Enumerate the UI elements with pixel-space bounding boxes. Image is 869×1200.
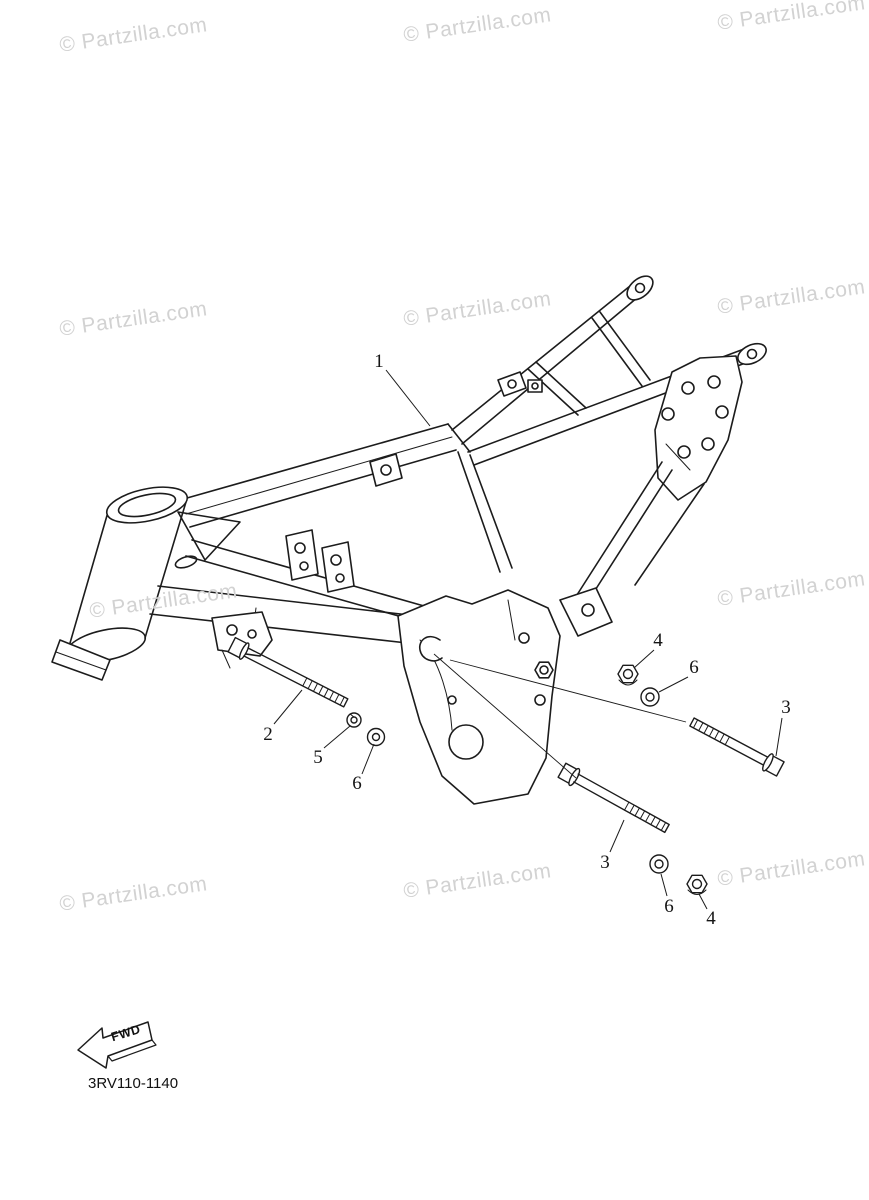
diagram-code: 3RV110-1140 xyxy=(88,1075,178,1092)
pivot-plate xyxy=(559,587,613,637)
engine-mount-tabs xyxy=(285,529,355,593)
rear-down-tubes xyxy=(574,461,705,607)
center-bracket xyxy=(397,589,561,805)
bolt-front xyxy=(227,636,349,708)
callout-6-upper: 6 xyxy=(689,657,699,678)
callout-5: 5 xyxy=(313,747,323,768)
lower-rails xyxy=(149,539,425,669)
bolt-lower xyxy=(557,762,670,834)
callout-4-upper: 4 xyxy=(653,630,663,651)
callout-4-lower: 4 xyxy=(706,908,716,929)
callout-2: 2 xyxy=(263,724,273,745)
frame-assembly xyxy=(51,275,767,805)
washer-spring xyxy=(346,712,362,728)
main-backbone xyxy=(179,423,513,573)
washer-lower xyxy=(649,854,669,874)
fwd-arrow: FWD xyxy=(77,1021,157,1069)
callout-3-lower: 3 xyxy=(600,852,610,873)
washer-upper xyxy=(640,687,660,707)
callout-labels: 1 2 5 6 4 6 3 3 6 4 xyxy=(263,351,791,929)
callout-6-lower: 6 xyxy=(664,896,674,917)
bolt-upper xyxy=(689,717,785,777)
callout-1: 1 xyxy=(374,351,384,372)
callout-3-upper: 3 xyxy=(781,697,791,718)
fasteners xyxy=(227,636,785,895)
callout-6-front: 6 xyxy=(352,773,362,794)
head-tube xyxy=(51,486,241,681)
nut-upper xyxy=(617,664,639,686)
nut-lower xyxy=(686,874,708,895)
washer-front xyxy=(366,727,386,747)
leader-lines xyxy=(273,369,783,910)
rear-bracket-plate xyxy=(654,355,743,501)
